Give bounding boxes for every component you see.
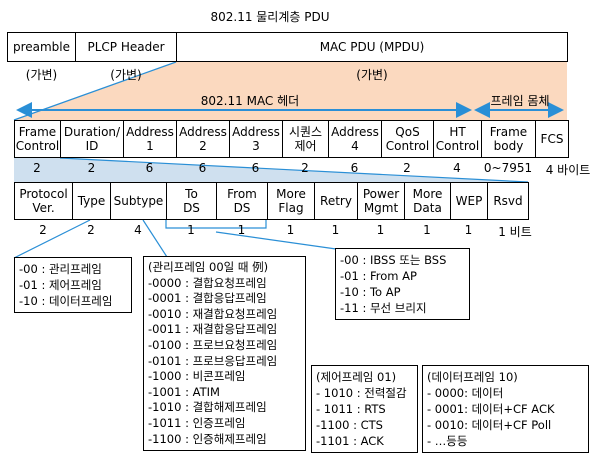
note-line: -1000 : 비콘프레임	[148, 369, 246, 384]
mac-field: Address 3	[229, 120, 283, 158]
fc-field: Power Mgmt	[357, 182, 405, 220]
fc-field: WEP	[450, 182, 488, 220]
note-line: - 0001: 데이터+CF ACK	[427, 402, 555, 416]
fc-field-size: 1	[376, 223, 385, 237]
fc-field-size: 1	[423, 223, 431, 237]
note-line: -0000 : 결합요청프레임	[148, 275, 267, 290]
ds-bracket	[165, 220, 267, 229]
mac-field: Address 1	[123, 120, 177, 158]
note-line: -1001 : ATIM	[148, 384, 220, 399]
mac-field: Address 4	[328, 120, 382, 158]
fc-field-size: 2	[87, 223, 95, 237]
frame-body-label: 프레임 몸체	[490, 94, 550, 108]
phy-size-preamble: (가변)	[25, 68, 58, 82]
note-line: -11 : 무선 브리지	[340, 301, 427, 315]
fc-field-size: 1	[187, 223, 195, 237]
note-line: (관리프레임 00일 때 例)	[148, 260, 269, 274]
fc-field-size: 4	[134, 223, 142, 237]
note-type-values: -00 : 관리프레임 -01 : 제어프레임 -10 : 데이터프레임	[14, 257, 132, 313]
note-line: -0011 : 재결합응답프레임	[148, 322, 278, 337]
mac-field: Frame body	[481, 120, 536, 158]
fc-field: From DS	[216, 182, 268, 220]
phy-size-plcp: (가변)	[110, 68, 142, 82]
mac-field-size: 2	[33, 161, 41, 175]
note-control-subtypes: (제어프레임 01) - 1010 : 전력절감 - 1011 : RTS -1…	[311, 365, 418, 453]
phy-size-mpdu: (가변)	[356, 68, 388, 82]
note-line: -10 : 데이터프레임	[19, 294, 113, 308]
note-line: -1011 : 인증프레임	[148, 415, 246, 430]
mac-field-size: 6	[251, 161, 260, 175]
mac-field-size: 6	[145, 161, 154, 175]
mac-field-size: 2	[301, 161, 309, 175]
mac-field: FCS	[535, 120, 569, 158]
note-line: - 1011 : RTS	[316, 402, 386, 416]
note-line: -0001 : 결합응답프레임	[148, 291, 267, 306]
note-management-subtypes: (관리프레임 00일 때 例) -0000 : 결합요청프레임 -0001 : …	[143, 256, 306, 452]
mac-field-size: 2	[403, 161, 411, 175]
fc-field-size: 1	[331, 223, 340, 237]
fc-field-size: 1	[464, 223, 473, 237]
phy-preamble: preamble	[7, 32, 76, 62]
note-ds-values: -00 : IBSS 또는 BSS -01 : From AP -10 : To…	[335, 248, 470, 320]
mac-field-size: 6	[350, 161, 359, 175]
mac-field-size: 4 바이트	[545, 163, 591, 177]
fc-field: Protocol Ver.	[14, 182, 73, 220]
note-data-subtypes: (데이터프레임 10) - 0000: 데이터 - 0001: 데이터+CF A…	[422, 365, 589, 453]
note-line: (제어프레임 01)	[316, 370, 397, 384]
note-line: -1100 : 인증해제프레임	[148, 431, 267, 446]
fc-field-size: 1 비트	[498, 225, 532, 239]
mac-field-size: 2	[87, 161, 96, 175]
mac-field: HT Control	[433, 120, 482, 158]
note-line: -0100 : 프로브요청프레임	[148, 337, 278, 352]
note-line: -1100 : CTS	[316, 418, 383, 432]
mac-header-label: 802.11 MAC 헤더	[180, 92, 320, 109]
note-line: -1101 : ACK	[316, 434, 384, 448]
mac-field: Frame Control	[14, 120, 61, 158]
mac-field: Address 2	[176, 120, 230, 158]
fc-field: Rsvd	[487, 182, 529, 220]
fc-field: To DS	[166, 182, 217, 220]
note-line: -0101 : 프로브응답프레임	[148, 353, 278, 368]
mac-field: Duration/ ID	[60, 120, 124, 158]
note-line: -0010 : 재결합요청프레임	[148, 306, 278, 321]
mac-field: QoS Control	[381, 120, 434, 158]
mac-field-size: 6	[198, 161, 207, 175]
mac-field-size: 4	[453, 161, 461, 175]
note-line: - 0000: 데이터	[427, 386, 504, 400]
note-line: - …등등	[427, 434, 468, 448]
note-line: -10 : To AP	[340, 285, 401, 299]
note-line: -01 : From AP	[340, 269, 417, 283]
diagram-title: 802.11 물리계층 PDU	[210, 10, 330, 24]
phy-mpdu: MAC PDU (MPDU)	[176, 32, 568, 62]
fc-field: More Data	[404, 182, 451, 220]
note-line: (데이터프레임 10)	[427, 370, 518, 384]
note-line: -1010 : 결합해제프레임	[148, 400, 267, 415]
fc-field: Type	[72, 182, 111, 220]
fc-field: Subtype	[110, 182, 167, 220]
note-line: - 0010: 데이터+CF Poll	[427, 418, 552, 432]
fc-field-size: 2	[39, 223, 47, 237]
fc-field-size: 1	[286, 223, 295, 237]
fc-field-size: 1	[237, 223, 246, 237]
note-line: -00 : IBSS 또는 BSS	[340, 253, 447, 267]
mac-field-size: 0~7951	[483, 161, 533, 175]
fc-field: More Flag	[267, 182, 315, 220]
note-line: -01 : 제어프레임	[19, 278, 102, 292]
note-line: - 1010 : 전력절감	[316, 386, 407, 400]
note-line: -00 : 관리프레임	[19, 262, 102, 276]
fc-field: Retry	[314, 182, 358, 220]
mac-field: 시퀀스 제어	[282, 120, 329, 158]
phy-plcp-header: PLCP Header	[75, 32, 177, 62]
